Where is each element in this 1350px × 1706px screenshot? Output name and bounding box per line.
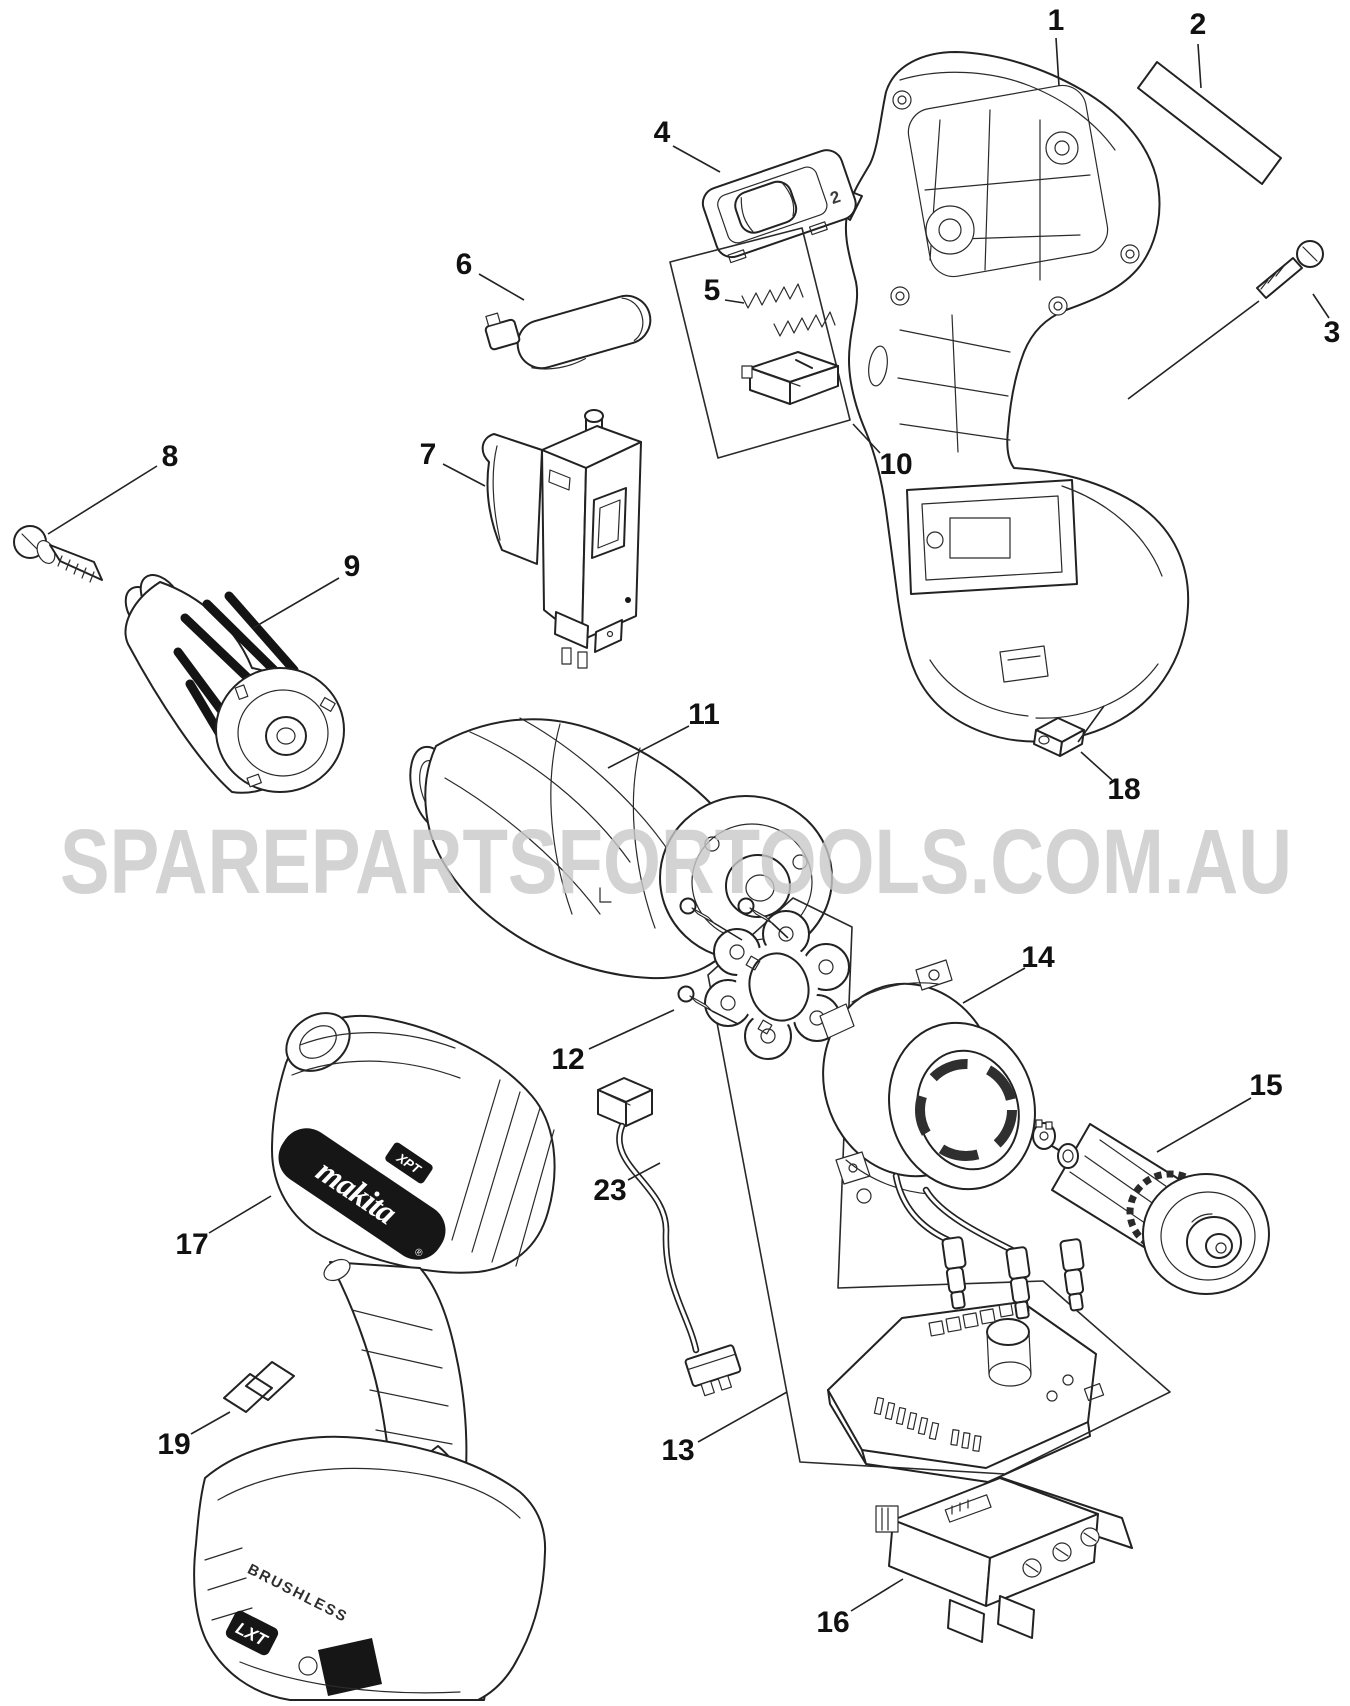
screw-small-1: [679, 897, 743, 941]
svg-text:16: 16: [816, 1606, 849, 1639]
callout-15: 15: [1156, 1069, 1283, 1153]
callout-14: 14: [962, 941, 1055, 1004]
svg-text:2: 2: [1190, 8, 1207, 41]
callout-10: 10: [852, 423, 913, 481]
svg-text:18: 18: [1107, 773, 1140, 806]
part-23-lead-wire: [597, 1077, 742, 1397]
screw-small-3: [677, 985, 739, 1025]
svg-text:7: 7: [420, 438, 437, 471]
svg-text:23: 23: [593, 1174, 626, 1207]
svg-text:6: 6: [456, 248, 473, 281]
callout-2: 2: [1190, 8, 1207, 89]
svg-text:15: 15: [1249, 1069, 1282, 1102]
part-19-label: [223, 1361, 295, 1413]
callout-18: 18: [1080, 751, 1141, 806]
svg-text:1: 1: [1048, 4, 1065, 37]
part-12-mount-screws-and-flange: [677, 897, 850, 1060]
part-9-drill-chuck: [124, 574, 345, 794]
callout-11: 11: [607, 698, 720, 769]
part-2-name-label: [1137, 61, 1282, 185]
svg-text:12: 12: [551, 1043, 584, 1076]
svg-text:9: 9: [344, 550, 361, 583]
svg-text:13: 13: [661, 1434, 694, 1467]
svg-text:17: 17: [175, 1228, 208, 1261]
callout-5: 5: [704, 274, 745, 307]
callout-13: 13: [661, 1391, 788, 1467]
watermark: SPAREPARTSFORTOOLS.COM.AU: [60, 811, 1292, 913]
svg-text:5: 5: [704, 274, 721, 307]
callout-7: 7: [420, 438, 486, 487]
part-8-chuck-screw: [13, 525, 103, 583]
callout-23: 23: [593, 1162, 661, 1207]
callout-4: 4: [654, 116, 721, 173]
svg-text:8: 8: [162, 440, 179, 473]
part-5-compression-springs: [741, 283, 839, 405]
callout-9: 9: [252, 550, 361, 629]
screw-small-2: [737, 897, 789, 939]
part-18-clip: [1033, 705, 1105, 757]
svg-text:14: 14: [1021, 941, 1055, 974]
callout-1: 1: [1048, 4, 1065, 87]
svg-text:10: 10: [879, 448, 912, 481]
callout-19: 19: [157, 1411, 231, 1461]
part-4-speed-change-lever: 2: [701, 149, 857, 264]
svg-text:3: 3: [1324, 316, 1341, 349]
part-1-motor-housing-half: [825, 51, 1190, 743]
part-13-controller-assembly: [707, 897, 1171, 1483]
callout-17: 17: [175, 1195, 272, 1261]
part-14-stator: [819, 959, 1085, 1320]
lxt-badge: LXT: [225, 1610, 279, 1656]
part-3-tapping-screw: [1127, 240, 1324, 400]
part-6-button: [484, 294, 652, 370]
callout-16: 16: [816, 1578, 904, 1639]
svg-text:11: 11: [688, 698, 720, 731]
callout-3: 3: [1312, 293, 1341, 349]
callout-6: 6: [456, 248, 525, 301]
part-10-lever-set-frame: [669, 227, 851, 459]
stator-terminals: [941, 1236, 1085, 1320]
part-15-rotor: [1032, 1119, 1270, 1295]
svg-text:19: 19: [157, 1428, 190, 1461]
part-7-switch: [481, 409, 642, 669]
part-16-terminal-block: [875, 1477, 1133, 1643]
svg-text:4: 4: [654, 116, 671, 149]
callouts: 1 2 3 4 5 6 7 8 9 10 11 12 13 14 15 16 1…: [47, 4, 1341, 1639]
part-17-drill-body: makita ® XPT BRUSHLESS LXT: [193, 1012, 556, 1701]
callout-8: 8: [47, 440, 179, 535]
callout-12: 12: [551, 1009, 675, 1076]
